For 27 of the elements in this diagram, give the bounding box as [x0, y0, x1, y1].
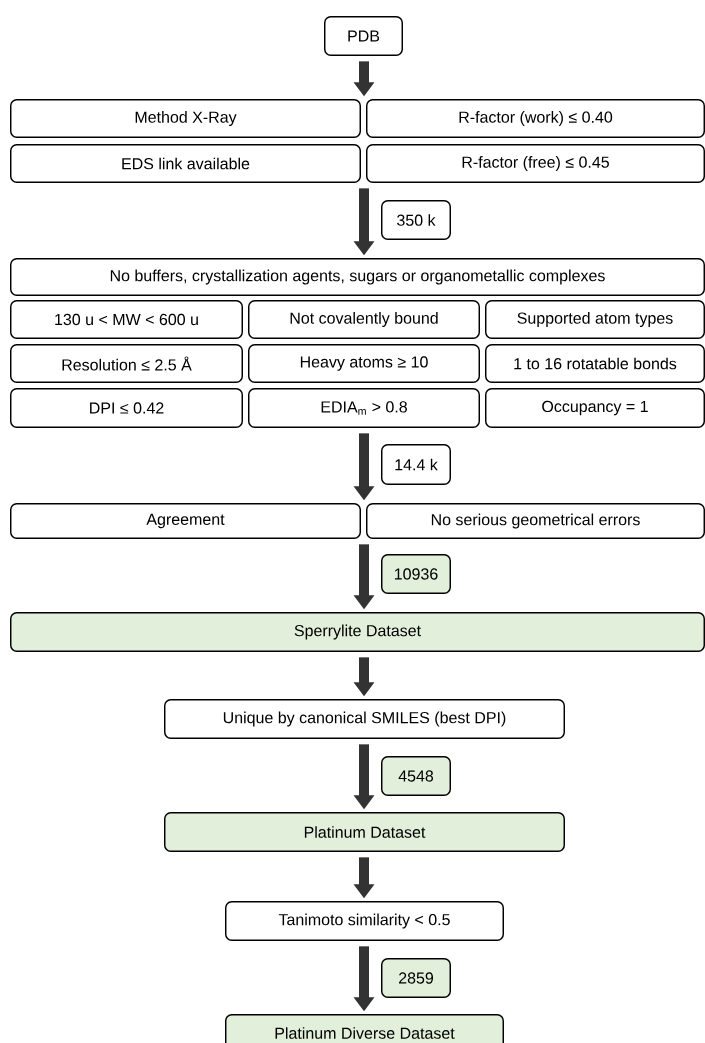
criterion-box: No serious geometrical errors — [366, 503, 705, 539]
filter-box: Unique by canonical SMILES (best DPI) — [164, 699, 565, 739]
count-box: 10936 — [381, 554, 451, 594]
criterion-box: EDS link available — [10, 144, 361, 183]
criterion-box: Method X-Ray — [10, 99, 361, 138]
criterion-box: Heavy atoms ≥ 10 — [248, 344, 480, 383]
criterion-box: Resolution ≤ 2.5 Å — [10, 344, 243, 383]
count-box: 2859 — [381, 958, 451, 998]
count-box: 14.4 k — [381, 444, 451, 485]
criterion-box: DPI ≤ 0.42 — [10, 388, 243, 428]
dataset-box: Platinum Diverse Dataset — [225, 1014, 504, 1043]
criterion-box: R-factor (free) ≤ 0.45 — [366, 144, 705, 183]
criterion-box: No buffers, crystallization agents, sugars or organometallic complexes — [10, 258, 705, 296]
dataset-box: Platinum Dataset — [164, 812, 565, 852]
filter-box: Tanimoto similarity < 0.5 — [225, 901, 504, 941]
count-box: 4548 — [381, 756, 451, 796]
criterion-box: Agreement — [10, 503, 361, 539]
criterion-box: Supported atom types — [485, 300, 705, 339]
dataset-box: Sperrylite Dataset — [10, 612, 705, 652]
criterion-box: Occupancy = 1 — [485, 388, 705, 428]
count-box: 350 k — [381, 200, 451, 240]
criterion-box: 1 to 16 rotatable bonds — [485, 344, 705, 383]
criterion-box: Not covalently bound — [248, 300, 480, 339]
criterion-box: 130 u < MW < 600 u — [10, 300, 243, 339]
criterion-box: R-factor (work) ≤ 0.40 — [366, 99, 705, 138]
criterion-box: EDIA$_{m}$ > 0.8 — [248, 388, 480, 428]
source-box: PDB — [324, 16, 403, 56]
